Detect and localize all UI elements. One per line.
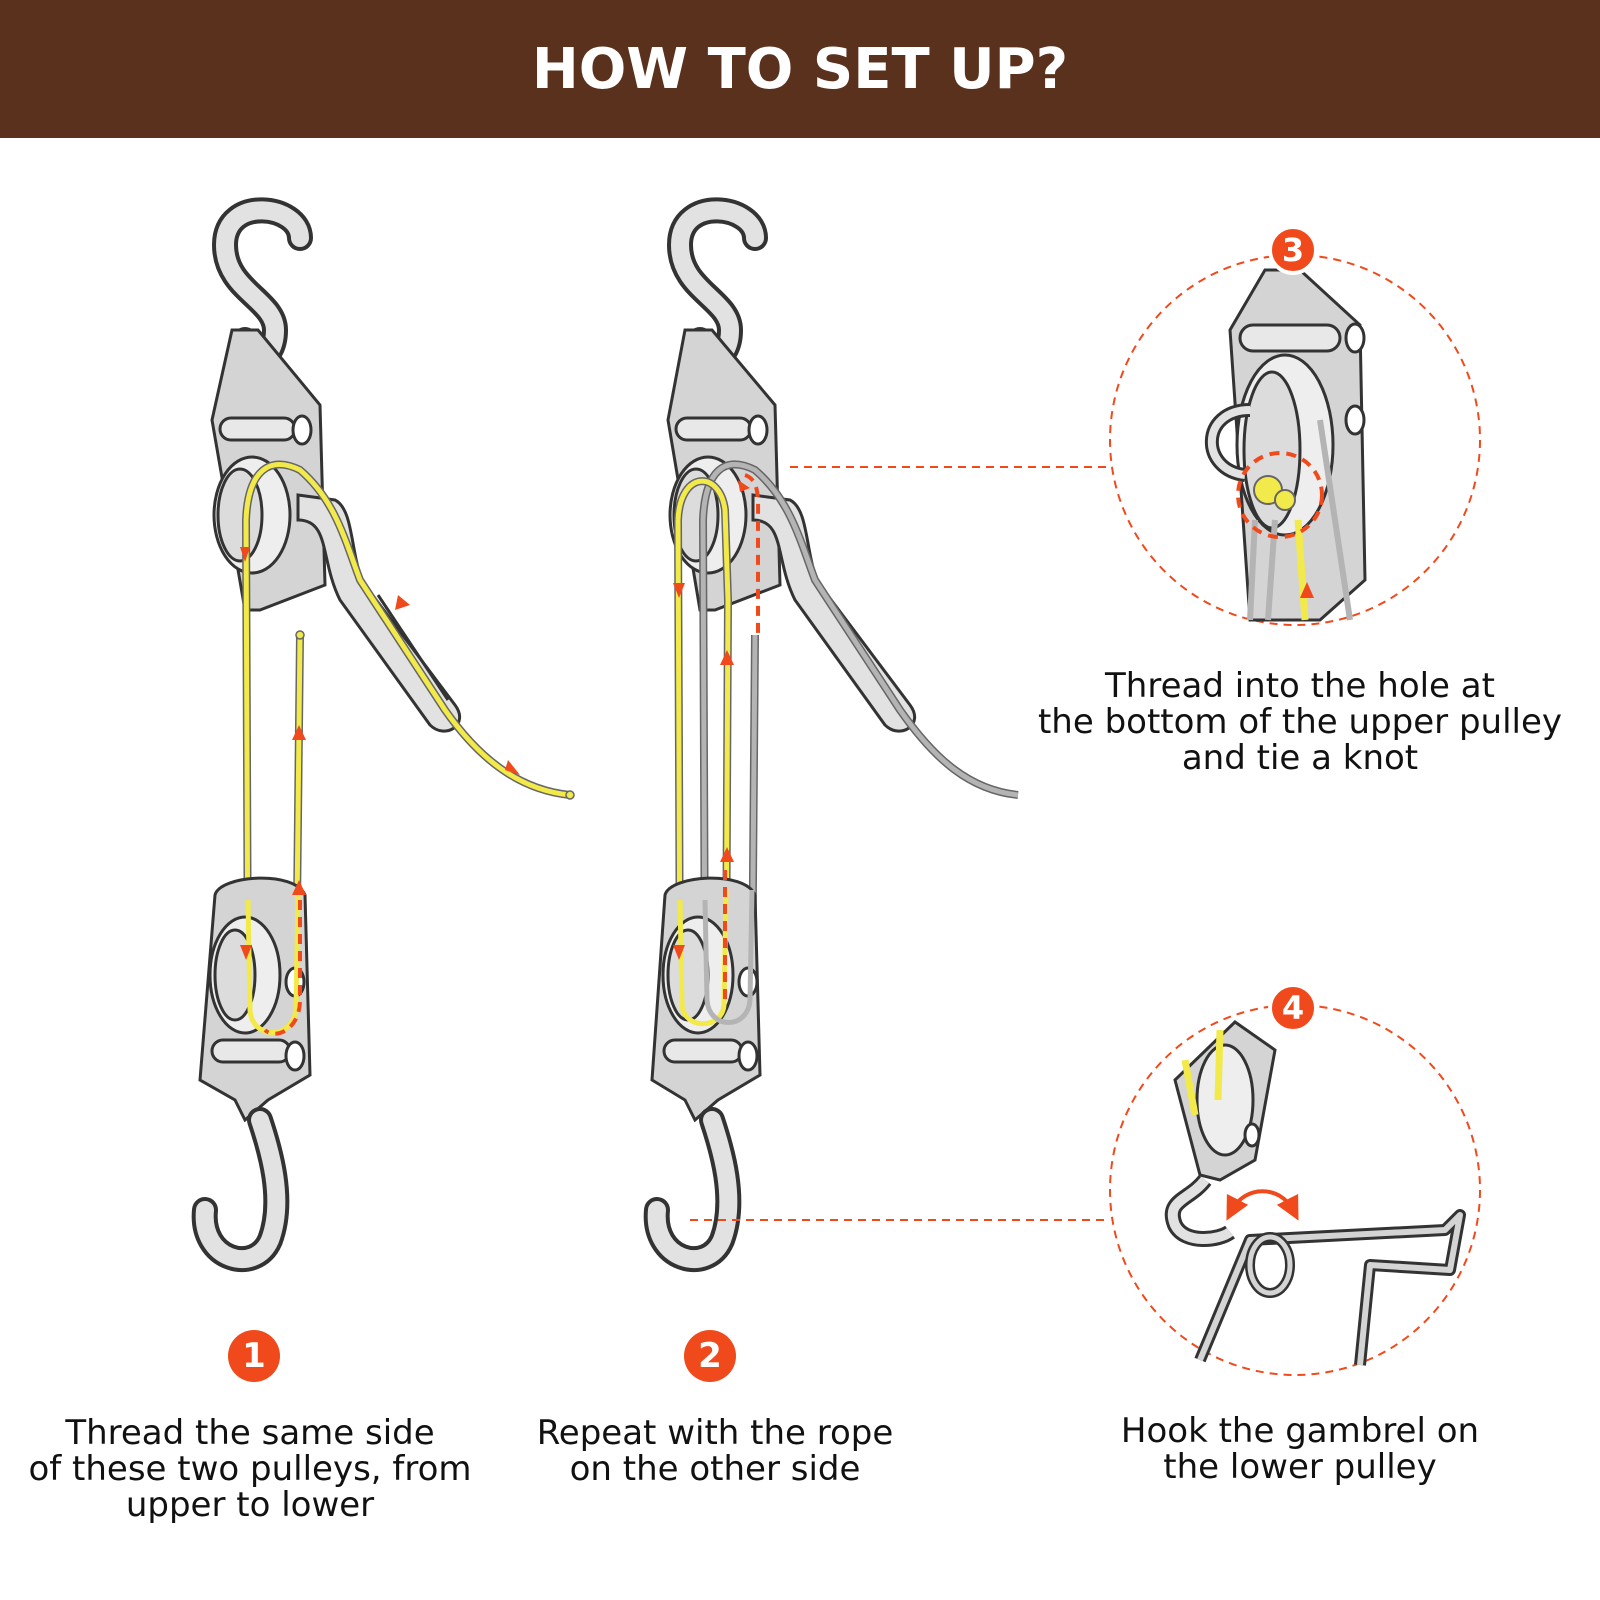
step-1-line-1: Thread the same side [65, 1413, 435, 1453]
header-banner: HOW TO SET UP? [0, 0, 1600, 138]
step-2-line-1: Repeat with the rope [536, 1413, 894, 1453]
knot-icon [1253, 475, 1296, 511]
arrow-icon [673, 480, 750, 960]
step-2-badge: 2 [684, 1330, 736, 1382]
step-3-line-3: and tie a knot [1181, 738, 1419, 778]
step-2-caption: Repeat with the rope on the other side [470, 1415, 960, 1487]
page-title: HOW TO SET UP? [531, 36, 1069, 102]
step-1-line-2: of these two pulleys, from [28, 1449, 472, 1489]
step-1-caption: Thread the same side of these two pulley… [0, 1415, 500, 1523]
step-4-badge: 4 [1268, 983, 1318, 1033]
step-2-illustration [643, 197, 1019, 1273]
step-4-line-1: Hook the gambrel on [1120, 1411, 1480, 1451]
step-3-badge: 3 [1268, 225, 1318, 275]
pulley-icon [198, 876, 312, 1123]
step-2-line-2: on the other side [569, 1449, 861, 1489]
gambrel-icon [1194, 1209, 1466, 1366]
step-3-caption: Thread into the hole at the bottom of th… [1030, 668, 1570, 776]
s-hook-icon [191, 1107, 290, 1273]
step-4-caption: Hook the gambrel on the lower pulley [1060, 1413, 1540, 1485]
step-4-detail [1109, 1004, 1481, 1376]
pulley-icon [1173, 1020, 1277, 1182]
step-3-line-2: the bottom of the upper pulley [1037, 702, 1563, 742]
s-hook-icon [643, 1107, 742, 1273]
step-1-line-3: upper to lower [125, 1485, 375, 1525]
step-1-badge: 1 [228, 1330, 280, 1382]
arrow-icon [1226, 1189, 1299, 1221]
step-4-line-2: the lower pulley [1163, 1447, 1437, 1487]
step-3-detail [1109, 254, 1481, 626]
step-3-line-1: Thread into the hole at [1105, 666, 1495, 706]
arrow-icon [240, 547, 520, 960]
arrow-icon [1300, 582, 1314, 598]
step-1-illustration [191, 197, 575, 1273]
